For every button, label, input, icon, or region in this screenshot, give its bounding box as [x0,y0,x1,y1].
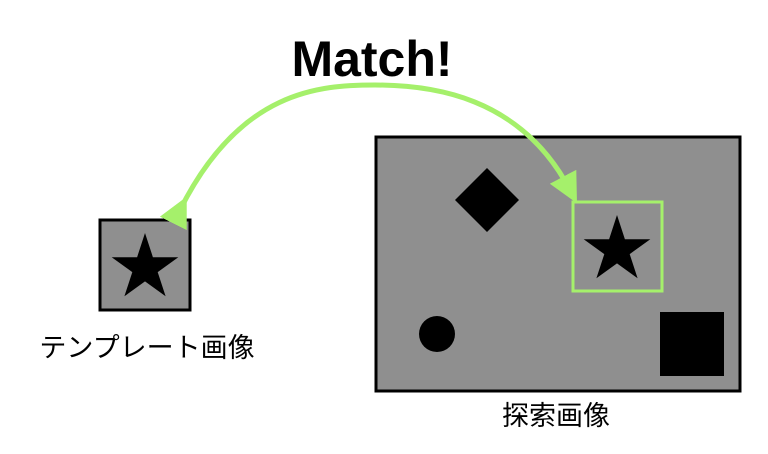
star-icon [111,233,179,297]
star-icon [583,215,651,279]
curved-double-arrow-icon [159,82,577,231]
match-highlight-box [571,200,664,293]
circle-icon [419,316,455,352]
template-image-label: テンプレート画像 [39,333,254,364]
square-icon [660,312,724,376]
match-title: Match! [291,31,452,87]
search-image-label: 探索画像 [502,401,610,432]
